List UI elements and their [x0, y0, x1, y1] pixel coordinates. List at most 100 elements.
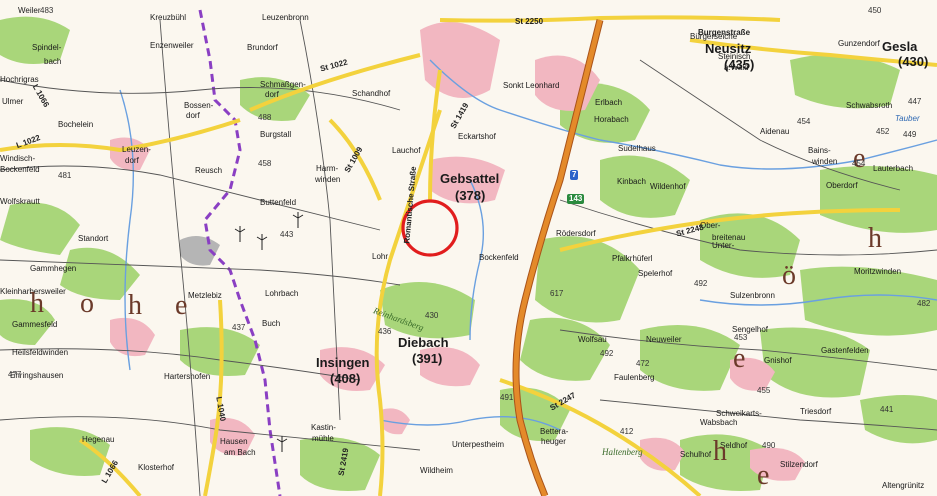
road-l-1022	[0, 118, 241, 153]
place-label: Gnishof	[764, 356, 792, 365]
place-label: Harm-	[316, 164, 339, 173]
road-romantische-strasse	[374, 109, 442, 496]
major-place-label: (378)	[455, 188, 486, 203]
place-label: Bochelein	[58, 120, 94, 129]
forest-area	[0, 202, 80, 255]
red-circle-marker-icon[interactable]	[401, 199, 459, 257]
place-label: Brundorf	[247, 43, 278, 52]
place-label: Gastenfelden	[821, 346, 869, 355]
wind-turbines	[234, 212, 304, 452]
elevation-label: 452	[876, 127, 890, 136]
forest-area	[60, 247, 140, 300]
water-label: Tauber	[895, 114, 920, 123]
minor-road	[0, 165, 381, 231]
forest-area	[800, 266, 937, 336]
place-label: Unterpestheim	[452, 440, 505, 449]
place-label: Rödersdorf	[556, 229, 596, 238]
place-label: Gammesfeld	[12, 320, 58, 329]
place-label: Wolfskrautt	[0, 197, 40, 206]
elevation-label: 472	[636, 359, 650, 368]
forest-area	[535, 236, 640, 323]
motorway-a7	[513, 19, 603, 496]
wind-turbine-icon	[276, 436, 288, 452]
elevation-label: 430	[425, 311, 439, 320]
major-place-label: Diebach	[398, 335, 449, 350]
place-label: Kinbach	[617, 177, 646, 186]
place-label: Bockenfeld	[0, 165, 40, 174]
motorway-shield-icon: 7	[570, 170, 579, 180]
place-label: heuger	[541, 437, 566, 446]
place-label: Gammhegen	[30, 264, 77, 273]
elevation-label: 454	[797, 117, 811, 126]
place-label: dorf	[265, 90, 279, 99]
road-st-1022	[249, 53, 421, 112]
forest-area	[600, 155, 690, 218]
place-label: Wildheim	[420, 466, 453, 475]
place-label: Faulenberg	[614, 373, 655, 382]
forest-label: Haltenberg	[602, 447, 643, 457]
place-label: Kastin-	[311, 423, 336, 432]
settlement-area	[320, 347, 385, 391]
place-label: am Bach	[224, 448, 256, 457]
region-letter: h	[128, 290, 142, 321]
place-label: Pfalkrhüferl	[612, 254, 653, 263]
place-label: Steinisch	[718, 52, 751, 61]
major-place-label: (408)	[330, 371, 361, 386]
elevation-label: 441	[880, 405, 894, 414]
place-label: Aidenau	[760, 127, 790, 136]
stream	[119, 89, 135, 371]
place-label: Spelerhof	[638, 269, 673, 278]
region-letter: h	[868, 223, 882, 254]
elevation-label: 488	[258, 113, 272, 122]
place-label: Hartershofen	[164, 372, 211, 381]
place-label: Hochrigras	[0, 75, 39, 84]
place-label: Windisch-	[0, 154, 36, 163]
place-label: Metzlebiz	[188, 291, 222, 300]
forest-area	[640, 325, 740, 391]
place-label: Enzenweiler	[150, 41, 194, 50]
minor-road	[559, 199, 937, 256]
elevation-label: 437	[232, 323, 246, 332]
elevation-label: 492	[694, 279, 708, 288]
place-label: Schweikarts-	[716, 409, 762, 418]
place-label: Lohr	[372, 252, 389, 261]
settlement-area	[640, 437, 685, 471]
elevation-label: 454	[852, 159, 866, 168]
region-letter: ö	[782, 260, 796, 291]
place-label: winden	[812, 157, 838, 166]
waterways	[119, 59, 937, 431]
place-label: Lauterbach	[873, 164, 914, 173]
place-label: Erlbach	[595, 98, 623, 107]
forest-area	[820, 166, 937, 233]
forest-area	[380, 282, 475, 339]
place-label: winden	[315, 175, 341, 184]
settlement-area	[430, 156, 505, 204]
place-label: Bains-	[808, 146, 831, 155]
settlement-area	[380, 408, 410, 435]
forest-area	[760, 327, 870, 398]
major-place-label: (435)	[724, 57, 755, 72]
major-place-label: Insingen	[316, 355, 370, 370]
state-border	[198, 9, 282, 496]
elevation-label: 449	[903, 130, 917, 139]
place-label: Burgstall	[260, 130, 292, 139]
place-label: Standort	[78, 234, 109, 243]
elevation-label: 447	[908, 97, 922, 106]
forest-area	[0, 299, 55, 345]
place-label: Bettera-	[540, 427, 569, 436]
road-st-2248	[559, 208, 901, 252]
place-label: Weiler	[18, 6, 41, 15]
region-letter: e	[853, 143, 866, 174]
region-letter: h	[713, 436, 727, 467]
place-label: Wildenhof	[650, 182, 686, 191]
place-label: Oberdorf	[826, 181, 858, 190]
settlement-area	[730, 357, 775, 391]
place-label: a.Wald	[724, 63, 749, 72]
major-place-label: (391)	[412, 351, 443, 366]
major-place-label: Gesla	[882, 39, 918, 54]
minor-road	[0, 348, 361, 381]
place-label: Buttenfeld	[260, 198, 297, 207]
place-label: mühle	[312, 434, 334, 443]
